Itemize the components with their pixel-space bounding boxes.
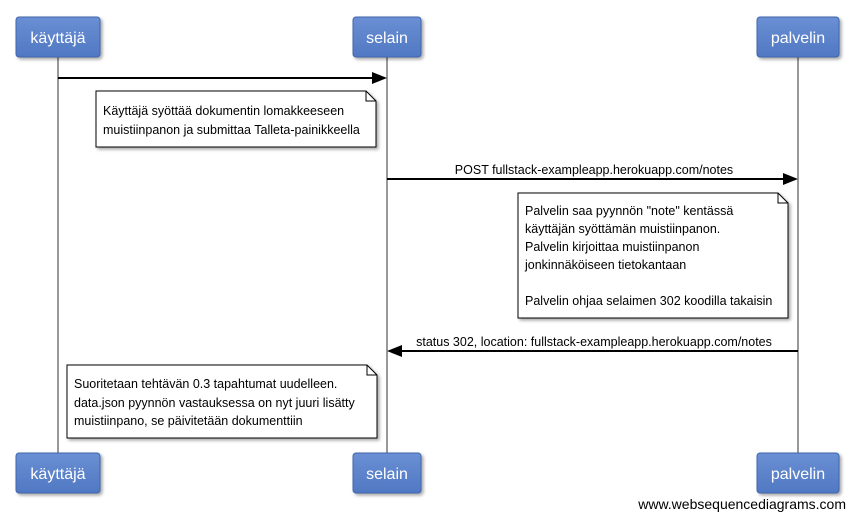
arrowhead — [783, 173, 798, 185]
actor-label: palvelin — [771, 466, 825, 483]
message-label: POST fullstack-exampleapp.herokuapp.com/… — [455, 163, 733, 177]
note-line: data.json pyynnön vastauksessa on nyt ju… — [74, 396, 355, 410]
note-line: Käyttäjä syöttää dokumentin lomakkeeseen — [103, 104, 344, 118]
actor-label: selain — [366, 466, 408, 483]
arrowhead — [372, 72, 387, 84]
note-line: muistiinpano, se päivitetään dokumenttii… — [74, 414, 303, 428]
actor-label: käyttäjä — [30, 30, 85, 47]
note-reload-steps: Suoritetaan tehtävän 0.3 tapahtumat uude… — [66, 364, 378, 439]
message-redirect-302: status 302, location: fullstack-examplea… — [387, 335, 798, 357]
actor-kayttaja-bottom: käyttäjä — [15, 452, 101, 494]
note-line: Suoritetaan tehtävän 0.3 tapahtumat uude… — [74, 377, 337, 391]
arrowhead — [387, 345, 402, 357]
note-user-input: Käyttäjä syöttää dokumentin lomakkeeseen… — [95, 90, 377, 148]
note-line: Palvelin ohjaa selaimen 302 koodilla tak… — [525, 294, 772, 308]
actor-kayttaja-top: käyttäjä — [15, 16, 101, 58]
actor-selain-bottom: selain — [352, 452, 422, 494]
actor-selain-top: selain — [352, 16, 422, 58]
actor-palvelin-top: palvelin — [756, 16, 840, 58]
message-user-to-browser — [58, 72, 387, 84]
actor-label: käyttäjä — [30, 466, 85, 483]
note-line: Palvelin saa pyynnön "note" kentässä — [525, 204, 733, 218]
note-line: muistiinpanon ja submittaa Talleta-paini… — [103, 123, 360, 137]
message-label: status 302, location: fullstack-examplea… — [416, 335, 772, 349]
note-line: Palvelin kirjoittaa muistiinpanon — [525, 240, 699, 254]
note-line: käyttäjän syöttämän muistiinpanon. — [525, 222, 720, 236]
note-server-processing: Palvelin saa pyynnön "note" kentässä käy… — [517, 192, 789, 319]
message-post-notes: POST fullstack-exampleapp.herokuapp.com/… — [387, 163, 798, 185]
actor-label: selain — [366, 30, 408, 47]
actor-palvelin-bottom: palvelin — [756, 452, 840, 494]
footer-watermark: www.websequencediagrams.com — [638, 496, 846, 512]
actor-label: palvelin — [771, 30, 825, 47]
note-line: jonkinnäköiseen tietokantaan — [524, 258, 686, 272]
